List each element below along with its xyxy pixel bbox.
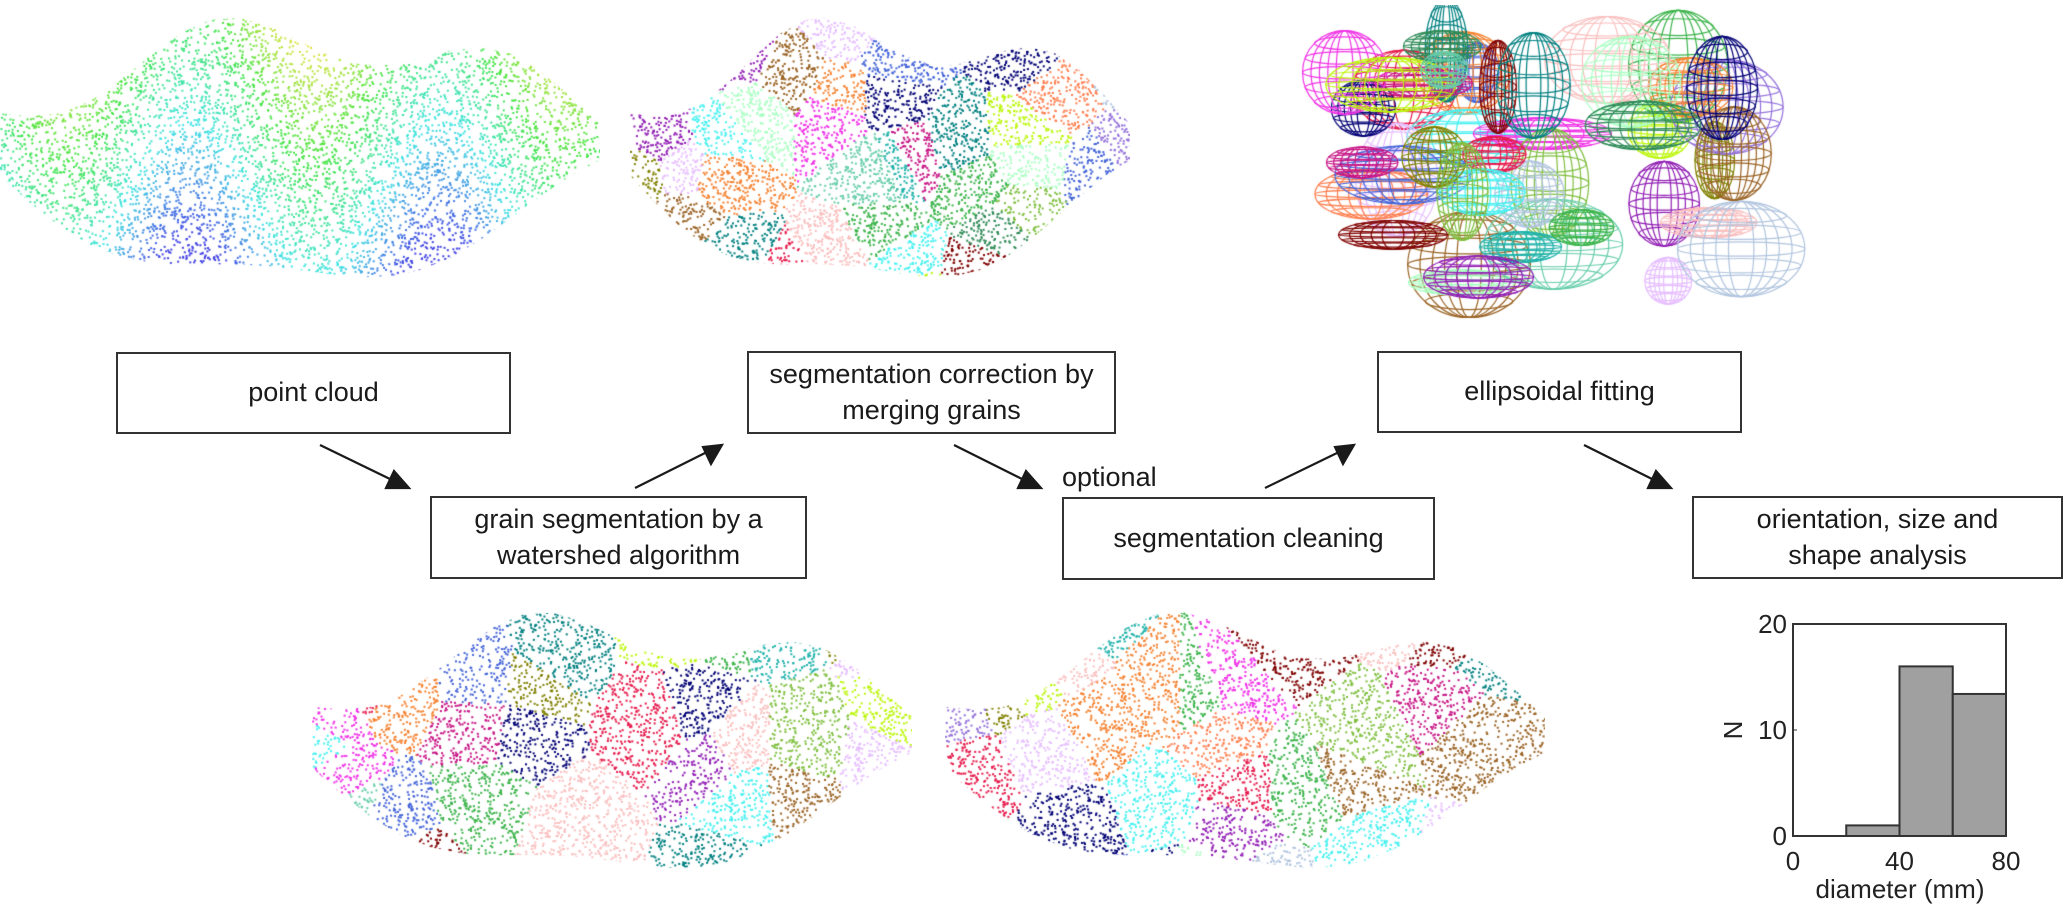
x-axis-label: diameter (mm)	[1815, 874, 1984, 904]
histogram-bar	[1845, 824, 1901, 837]
arrow-3	[953, 444, 1044, 490]
merged-segmentation-image	[630, 5, 1130, 315]
arrow-2	[634, 443, 725, 489]
x-tick-label: 80	[1992, 846, 2021, 876]
y-axis-label: N	[1720, 721, 1748, 740]
y-tick-label: 20	[1758, 609, 1787, 639]
histogram-bar	[1951, 692, 2007, 837]
watershed-segmentation-image	[312, 600, 912, 905]
histogram-bar	[1898, 665, 1954, 838]
optional-label: optional	[1062, 462, 1157, 492]
point-cloud-box: point cloud	[116, 352, 511, 434]
cleaned-segmentation-image	[945, 600, 1545, 905]
grain-segmentation-box: grain segmentation by a watershed algori…	[430, 496, 807, 579]
arrow-5	[1583, 444, 1674, 490]
point-cloud-image	[0, 5, 600, 315]
ellipsoid-fit-image	[1280, 5, 1810, 325]
diameter-histogram: 0 40 80 0 10 20 diameter (mm) N	[1720, 609, 2021, 904]
ellipsoidal-fitting-box: ellipsoidal fitting	[1377, 351, 1742, 433]
segmentation-cleaning-box: segmentation cleaning	[1062, 497, 1435, 580]
arrow-1	[319, 444, 412, 490]
y-tick-label: 0	[1773, 821, 1787, 851]
x-tick-label: 40	[1885, 846, 1914, 876]
y-tick-label: 10	[1758, 715, 1787, 745]
segmentation-correction-box: segmentation correction by merging grain…	[747, 351, 1116, 434]
x-tick-label: 0	[1786, 846, 1800, 876]
arrow-4	[1264, 443, 1357, 489]
analysis-box: orientation, size and shape analysis	[1692, 496, 2063, 579]
